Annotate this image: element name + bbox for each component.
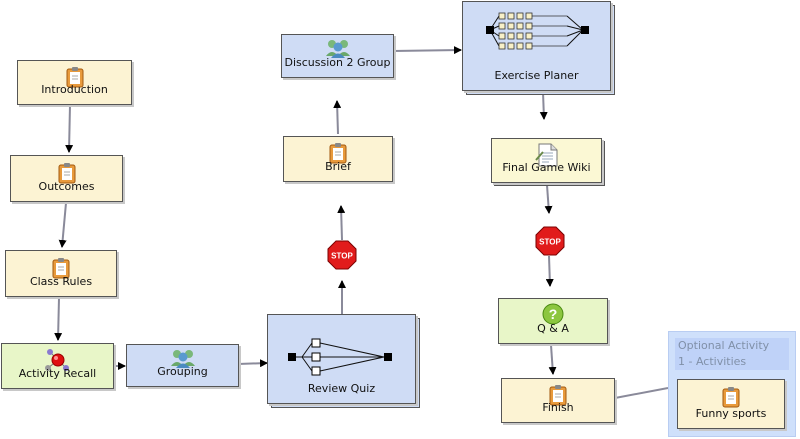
finish-label: Finish xyxy=(542,401,574,414)
stop-gate-icon[interactable]: STOP xyxy=(327,240,357,270)
gate-qa[interactable]: ? Q & A xyxy=(498,298,608,344)
connector-qa-finish xyxy=(548,344,557,375)
activity-finish[interactable]: Finish xyxy=(501,378,615,423)
connector-stop-brief xyxy=(337,205,346,241)
question-mark-icon: ? xyxy=(542,303,564,325)
activity-recall[interactable]: Activity Recall xyxy=(1,343,114,389)
branching-icon xyxy=(287,338,392,376)
group-icon xyxy=(170,350,195,368)
connector-class-rules-activity-recall xyxy=(54,297,63,341)
connector-introduction-outcomes xyxy=(65,104,74,153)
svg-text:?: ? xyxy=(549,306,558,322)
qa-label: Q & A xyxy=(537,322,569,335)
group-icon xyxy=(325,40,350,58)
wiki-page-icon xyxy=(534,143,557,167)
connector-final-wiki-stop xyxy=(544,184,553,214)
activity-outcomes[interactable]: Outcomes xyxy=(10,155,123,202)
activity-brief[interactable]: Brief xyxy=(283,136,393,182)
discussion-label: Discussion 2 Group xyxy=(284,56,391,69)
exercise-planer-label: Exercise Planer xyxy=(494,69,579,82)
clipboard-icon xyxy=(52,258,70,279)
connector-finish-optional xyxy=(614,387,669,399)
stop-label: STOP xyxy=(331,252,353,261)
grouping-activity[interactable]: Grouping xyxy=(126,344,239,387)
stop-label: STOP xyxy=(539,238,561,247)
branching-exercise-planer[interactable]: Exercise Planer xyxy=(462,1,611,91)
connector-outcomes-class-rules xyxy=(58,202,67,248)
optional-activity-subtitle: 1 - Activities xyxy=(678,355,747,368)
final-game-wiki-label: Final Game Wiki xyxy=(502,161,591,174)
branching-review-quiz[interactable]: Review Quiz xyxy=(267,314,416,404)
activity-funny-sports[interactable]: Funny sports xyxy=(677,379,785,429)
introduction-label: Introduction xyxy=(41,83,108,96)
grouping-label: Grouping xyxy=(157,365,208,378)
optional-activity-title: Optional Activity xyxy=(678,339,770,352)
activity-final-game-wiki[interactable]: Final Game Wiki xyxy=(491,138,602,183)
connector-stop-qa xyxy=(545,255,554,287)
clipboard-icon xyxy=(722,387,740,408)
brief-label: Brief xyxy=(325,160,351,173)
outcomes-label: Outcomes xyxy=(38,180,95,193)
stop-gate-icon[interactable]: STOP xyxy=(535,226,565,256)
review-quiz-label: Review Quiz xyxy=(307,382,376,395)
optional-activity-container[interactable]: Optional Activity 1 - Activities Funny s… xyxy=(668,331,796,437)
clipboard-icon xyxy=(58,163,75,184)
funny-sports-label: Funny sports xyxy=(695,407,767,420)
activity-introduction[interactable]: Introduction xyxy=(17,60,132,105)
activity-recall-label: Activity Recall xyxy=(18,367,97,380)
clipboard-icon xyxy=(329,143,347,164)
connector-discussion-exercise xyxy=(392,46,462,55)
molecule-icon xyxy=(44,349,69,371)
parallel-branching-icon xyxy=(485,12,589,50)
clipboard-icon xyxy=(549,385,567,406)
grouping-discussion[interactable]: Discussion 2 Group xyxy=(281,34,394,78)
activity-class-rules[interactable]: Class Rules xyxy=(5,250,117,297)
class-rules-label: Class Rules xyxy=(29,275,93,288)
connector-brief-discussion xyxy=(333,100,342,135)
optional-activity-header: Optional Activity 1 - Activities xyxy=(675,338,789,370)
clipboard-icon xyxy=(66,67,83,88)
connector-exercise-final-wiki xyxy=(539,91,548,120)
connector-grouping-review-quiz xyxy=(237,359,268,368)
